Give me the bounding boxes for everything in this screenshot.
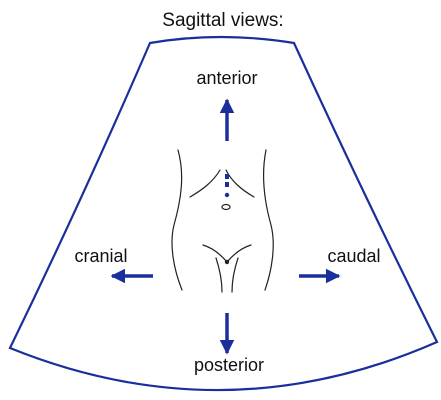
label-caudal: caudal: [327, 246, 380, 266]
torso-outline-icon: [172, 150, 273, 292]
label-anterior: anterior: [196, 68, 257, 88]
diagram-title: Sagittal views:: [162, 10, 283, 31]
ultrasound-sector-outline: [10, 37, 437, 390]
label-posterior: posterior: [194, 355, 264, 375]
label-cranial: cranial: [74, 246, 127, 266]
transducer-position-marker: [225, 174, 229, 197]
navel-marker: [225, 260, 229, 264]
